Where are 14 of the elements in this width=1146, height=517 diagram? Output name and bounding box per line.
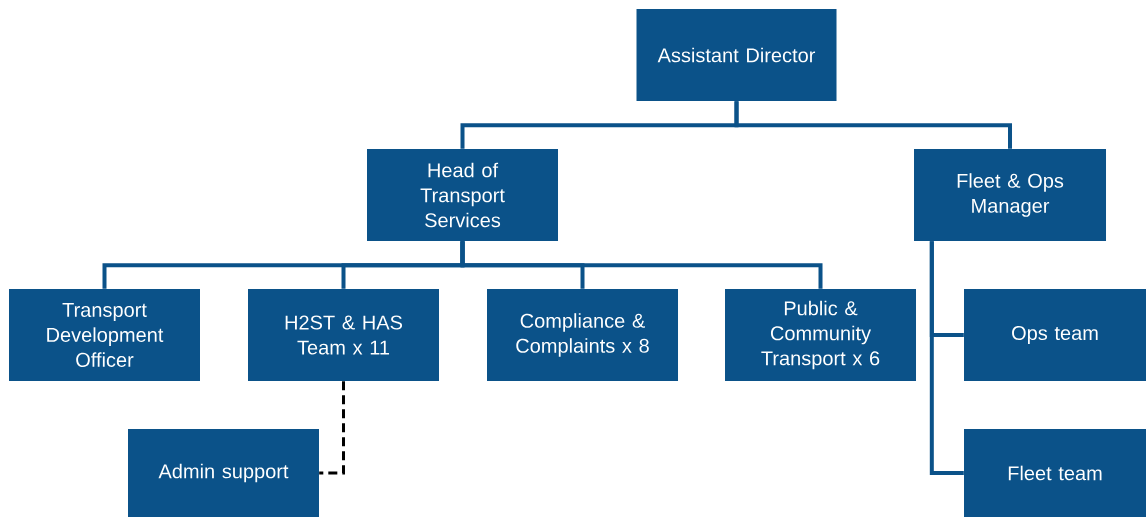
org-box: Fleet & Ops Manager bbox=[914, 149, 1106, 241]
org-box: Public & Community Transport x 6 bbox=[725, 289, 916, 381]
connector-line bbox=[460, 241, 823, 289]
org-box: H2ST & HAS Team x 11 bbox=[248, 289, 439, 381]
org-box: Assistant Director bbox=[636, 9, 837, 101]
org-box: Fleet team bbox=[964, 429, 1146, 517]
org-box: Compliance & Complaints x 8 bbox=[487, 289, 678, 381]
connector-line bbox=[929, 241, 964, 475]
connector-line bbox=[319, 381, 345, 475]
org-box: Ops team bbox=[964, 289, 1146, 381]
org-box: Admin support bbox=[128, 429, 319, 517]
connector-line bbox=[734, 101, 1012, 149]
org-box: Transport Development Officer bbox=[9, 289, 200, 381]
org-box: Head of Transport Services bbox=[367, 149, 558, 241]
